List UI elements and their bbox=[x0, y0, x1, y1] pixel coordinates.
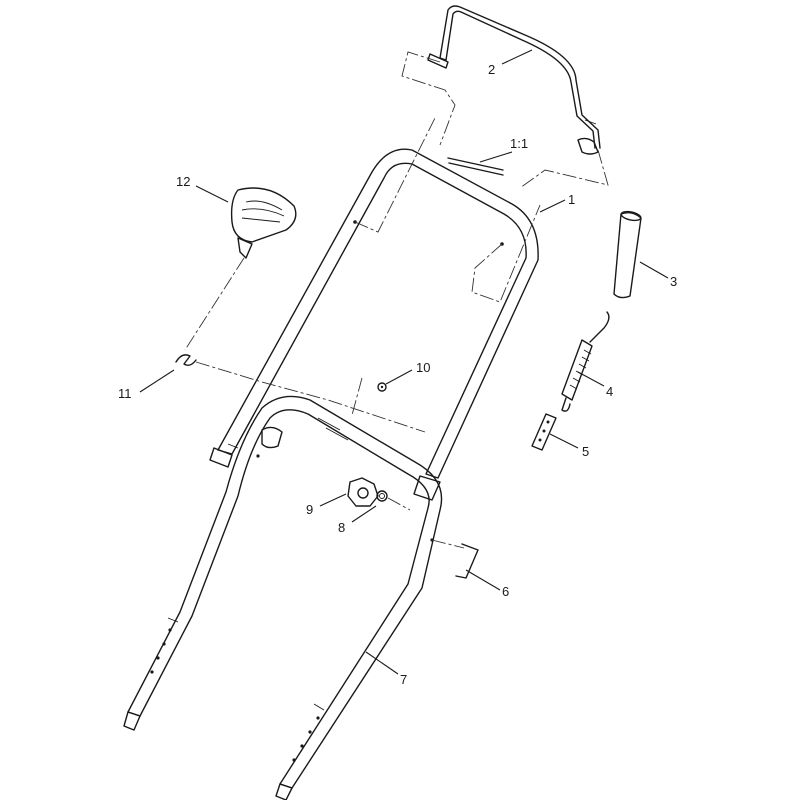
leader-1-1 bbox=[479, 151, 513, 163]
part-decal[interactable] bbox=[447, 157, 504, 176]
leader-6 bbox=[465, 569, 501, 591]
callout-2: 2 bbox=[488, 62, 495, 77]
callout-12: 12 bbox=[176, 174, 190, 189]
part-handle-knob[interactable] bbox=[347, 477, 379, 507]
callout-5: 5 bbox=[582, 444, 589, 459]
part-adjuster-plate[interactable] bbox=[531, 413, 557, 451]
leader-4 bbox=[577, 371, 605, 387]
part-carriage-bolt[interactable] bbox=[376, 490, 388, 502]
part-bail-bar[interactable] bbox=[427, 5, 601, 155]
part-hook-rod[interactable] bbox=[455, 543, 479, 579]
callout-1: 1 bbox=[568, 192, 575, 207]
phantom-nut bbox=[351, 377, 363, 416]
callout-6: 6 bbox=[502, 584, 509, 599]
phantom-hairpin bbox=[195, 361, 426, 433]
leader-7 bbox=[365, 651, 399, 675]
callout-11: 11 bbox=[118, 386, 132, 401]
part-spring[interactable] bbox=[561, 311, 610, 412]
leader-3 bbox=[639, 261, 669, 279]
callout-8: 8 bbox=[338, 520, 345, 535]
leader-5 bbox=[549, 433, 579, 449]
phantom-bail-cable bbox=[401, 51, 456, 146]
leader-1 bbox=[539, 199, 566, 213]
part-cable-sleeve[interactable] bbox=[613, 210, 642, 299]
callout-10: 10 bbox=[416, 360, 430, 375]
callout-1-1: 1:1 bbox=[510, 136, 528, 151]
callout-3: 3 bbox=[670, 274, 677, 289]
part-lower-handle[interactable] bbox=[123, 395, 443, 800]
part-nut[interactable] bbox=[377, 382, 387, 392]
leader-9 bbox=[319, 493, 347, 507]
part-hairpin-clip[interactable] bbox=[175, 354, 197, 367]
callout-4: 4 bbox=[606, 384, 613, 399]
leader-11 bbox=[139, 369, 175, 393]
phantom-bail-right bbox=[519, 149, 609, 189]
phantom-upper-left bbox=[354, 117, 436, 233]
callout-7: 7 bbox=[400, 672, 407, 687]
callout-9: 9 bbox=[306, 502, 313, 517]
leader-12 bbox=[195, 185, 229, 203]
leader-10 bbox=[385, 369, 413, 385]
phantom-bolt bbox=[387, 497, 411, 511]
leader-2 bbox=[501, 49, 533, 65]
phantom-hook-rod bbox=[431, 539, 465, 549]
phantom-cable-guide bbox=[184, 257, 245, 351]
part-cable-guide[interactable] bbox=[230, 187, 297, 259]
phantom-upper-right bbox=[471, 204, 541, 303]
leader-8 bbox=[351, 505, 377, 523]
